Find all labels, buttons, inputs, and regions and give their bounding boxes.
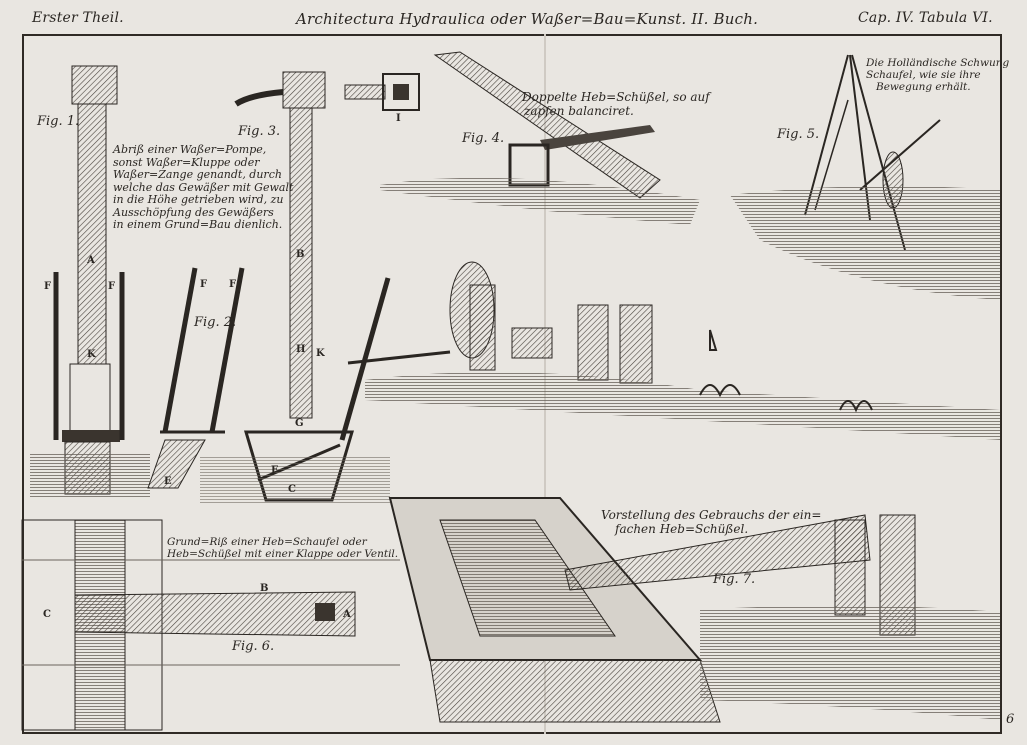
fig5-swing-scoop: [730, 54, 1000, 300]
header-right: Cap. IV. Tabula VI.: [858, 10, 993, 26]
marker-f-left: F: [44, 281, 52, 292]
marker-h-fig3: H: [296, 344, 306, 355]
workers-scene: [365, 261, 1000, 440]
fig6-ground-plan: [21, 519, 400, 731]
caption-dutch-swing: Die Holländische Schwung Schaufel, wie s…: [866, 57, 1010, 93]
marker-k-fig1: K: [87, 349, 96, 360]
marker-f-fig3: F: [271, 465, 279, 476]
marker-k-fig3: K: [316, 348, 325, 359]
caption-usage: Vorstellung des Gebrauchs der ein= fache…: [601, 508, 822, 536]
fig4-double-scoop: [380, 51, 700, 225]
fig2-frame: [147, 267, 245, 489]
marker-i-detail: I: [396, 113, 401, 124]
marker-c-fig3: C: [288, 484, 296, 495]
marker-g-fig3: G: [295, 418, 304, 429]
marker-b-fig6: B: [260, 583, 269, 594]
marker-f-fig2b: F: [229, 279, 237, 290]
marker-e-fig2: E: [164, 476, 172, 487]
fig4-label: Fig. 4.: [462, 131, 505, 146]
caption-ground-plan: Grund=Riß einer Heb=Schaufel oder Heb=Sc…: [167, 536, 399, 560]
caption-pump: Abriß einer Waßer=Pompe, sonst Waßer=Klu…: [113, 143, 294, 231]
caption-double-scoop: Doppelte Heb=Schüßel, so auf zapfen bala…: [522, 90, 710, 118]
page-number: 6: [1006, 712, 1015, 727]
fig3-pump: [200, 71, 451, 505]
fig7-label: Fig. 7.: [713, 572, 756, 587]
marker-c-fig6: C: [43, 609, 51, 620]
marker-a-fig1: A: [87, 255, 95, 266]
marker-f-right: F: [108, 281, 116, 292]
engraving-plate: [22, 34, 1002, 734]
fig3-label: Fig. 3.: [238, 124, 281, 139]
fig1-label: Fig. 1.: [37, 114, 80, 129]
fig7-trough: [388, 497, 1000, 723]
marker-a-fig6: A: [343, 609, 351, 620]
fig5-label: Fig. 5.: [777, 127, 820, 142]
marker-b-fig3: B: [296, 249, 305, 260]
detail-i: [344, 73, 420, 111]
header-left: Erster Theil.: [32, 10, 124, 26]
fig6-label: Fig. 6.: [232, 639, 275, 654]
header-title: Architectura Hydraulica oder Waßer=Bau=K…: [296, 10, 759, 28]
marker-f-fig2a: F: [200, 279, 208, 290]
fig2-label: Fig. 2.: [194, 315, 237, 330]
fig1-pump: [30, 65, 150, 498]
